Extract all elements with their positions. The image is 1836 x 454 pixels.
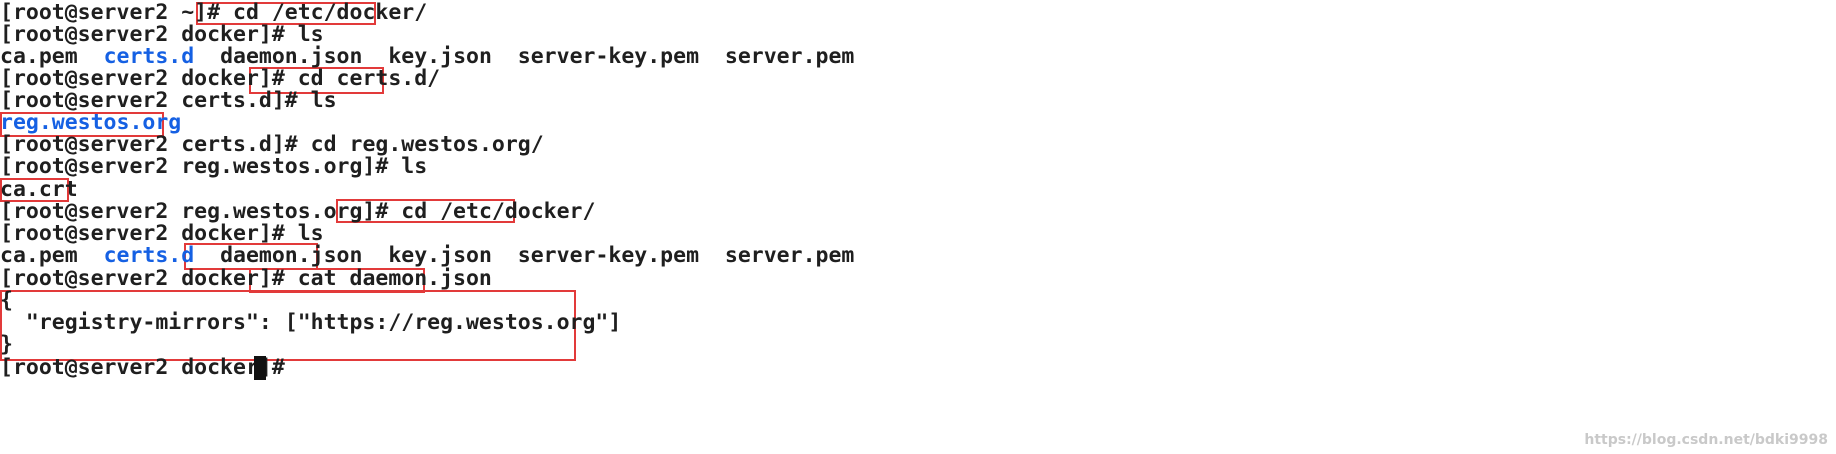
- file-entry: ca.pem: [0, 243, 78, 268]
- directory-entry: certs.d: [103, 44, 195, 69]
- spacer: [492, 243, 518, 268]
- spacer: [194, 243, 220, 268]
- command-text: ls: [297, 22, 324, 47]
- ls-output: ca.pem certs.d daemon.json key.json serv…: [0, 243, 854, 269]
- command-text: cd /etc/docker/: [401, 199, 596, 224]
- shell-prompt: [root@server2 ~]#: [0, 0, 233, 25]
- file-entry: server-key.pem: [517, 44, 700, 69]
- highlight-box: [0, 178, 69, 202]
- command-text: cat daemon.json: [297, 266, 492, 291]
- file-entry: key.json: [388, 44, 492, 69]
- file-content-line: {: [0, 288, 13, 313]
- highlight-box: [249, 268, 425, 293]
- file-content-line: }: [0, 332, 13, 357]
- file-entry: server-key.pem: [517, 243, 700, 268]
- terminal-line: [root@server2 certs.d]# ls: [0, 88, 337, 114]
- file-entry: daemon.json: [220, 44, 363, 69]
- shell-prompt: [root@server2 docker]#: [0, 355, 298, 380]
- file-entry: key.json: [388, 243, 492, 268]
- shell-prompt: [root@server2 certs.d]#: [0, 88, 311, 113]
- shell-prompt: [root@server2 docker]#: [0, 266, 298, 291]
- command-text: ls: [401, 154, 428, 179]
- spacer: [362, 243, 388, 268]
- command-text: cd reg.westos.org/: [310, 132, 544, 157]
- spacer: [78, 243, 104, 268]
- file-entry: ca.crt: [0, 177, 78, 202]
- command-text: ls: [297, 221, 324, 246]
- terminal-line: [root@server2 docker]# cd certs.d/: [0, 66, 440, 92]
- highlight-box: [0, 290, 576, 361]
- command-text: ls: [310, 88, 337, 113]
- highlight-box: [249, 67, 384, 94]
- shell-prompt: [root@server2 reg.westos.org]#: [0, 154, 402, 179]
- directory-entry: reg.westos.org: [0, 110, 182, 135]
- command-text: cd /etc/docker/: [233, 0, 428, 25]
- terminal-line: [root@server2 reg.westos.org]# ls: [0, 154, 427, 180]
- shell-prompt: [root@server2 certs.d]#: [0, 132, 311, 157]
- ls-output: ca.crt: [0, 177, 78, 203]
- spacer: [492, 44, 518, 69]
- directory-entry: certs.d: [103, 243, 195, 268]
- highlight-box: [336, 199, 515, 223]
- highlight-box: [196, 2, 376, 25]
- shell-prompt: [root@server2 reg.westos.org]#: [0, 199, 402, 224]
- terminal-line: [root@server2 docker]# cat daemon.json: [0, 266, 492, 292]
- terminal-line: [root@server2 docker]# ls: [0, 221, 324, 247]
- file-content-line: "registry-mirrors": ["https://reg.westos…: [0, 310, 622, 335]
- watermark: https://blog.csdn.net/bdki9998: [1584, 432, 1828, 448]
- terminal-line: [root@server2 certs.d]# cd reg.westos.or…: [0, 132, 544, 158]
- file-entry: server.pem: [724, 44, 855, 69]
- terminal-line: [root@server2 docker]# ls: [0, 22, 324, 48]
- ls-output: ca.pem certs.d daemon.json key.json serv…: [0, 44, 854, 70]
- spacer: [699, 243, 725, 268]
- file-entry: daemon.json: [220, 243, 363, 268]
- file-entry: server.pem: [724, 243, 855, 268]
- text-cursor[interactable]: [254, 356, 266, 380]
- command-text: cd certs.d/: [297, 66, 441, 91]
- ls-output: reg.westos.org: [0, 110, 181, 136]
- terminal-line: [root@server2 docker]#: [0, 355, 298, 381]
- file-entry: ca.pem: [0, 44, 78, 69]
- shell-prompt: [root@server2 docker]#: [0, 22, 298, 47]
- shell-prompt: [root@server2 docker]#: [0, 66, 298, 91]
- highlight-box: [0, 112, 164, 137]
- terminal-line: [root@server2 ~]# cd /etc/docker/: [0, 0, 427, 26]
- spacer: [699, 44, 725, 69]
- terminal-line: [root@server2 reg.westos.org]# cd /etc/d…: [0, 199, 595, 225]
- shell-prompt: [root@server2 docker]#: [0, 221, 298, 246]
